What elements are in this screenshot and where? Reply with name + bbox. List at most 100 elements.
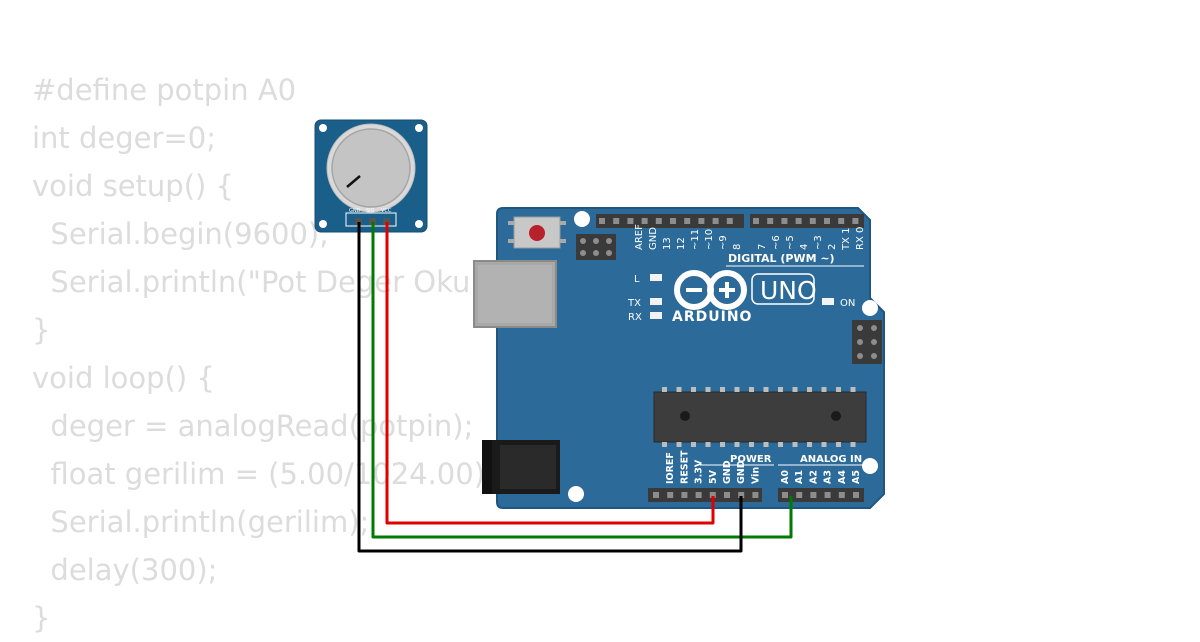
header-pin[interactable] bbox=[712, 218, 719, 224]
brand-text: ARDUINO bbox=[672, 309, 752, 325]
digital-pin-label: ~5 bbox=[785, 235, 796, 250]
digital-pin-label: 4 bbox=[799, 244, 810, 250]
header-pin[interactable] bbox=[599, 218, 605, 224]
header-pin[interactable] bbox=[613, 218, 620, 224]
model-text: UNO bbox=[760, 276, 817, 305]
gnd-wire[interactable] bbox=[357, 222, 743, 553]
pot-pin-sig[interactable] bbox=[369, 218, 376, 225]
digital-pin-label: 8 bbox=[732, 244, 743, 250]
mounting-hole bbox=[319, 124, 327, 132]
header-pin[interactable] bbox=[767, 218, 774, 224]
code-line: } bbox=[32, 601, 51, 635]
chip-leg bbox=[749, 442, 754, 447]
header-pin[interactable] bbox=[726, 218, 733, 224]
sig-wire[interactable] bbox=[371, 222, 793, 539]
pot-pin-gnd[interactable] bbox=[355, 218, 362, 225]
header-pin[interactable] bbox=[695, 492, 702, 498]
header-pin[interactable] bbox=[667, 492, 674, 498]
header-pin[interactable] bbox=[853, 492, 859, 498]
header-pin[interactable] bbox=[781, 218, 788, 224]
digital-pin-label: 12 bbox=[676, 237, 687, 250]
analog-header[interactable] bbox=[778, 488, 864, 502]
code-line: Serial.println(gerilim); bbox=[32, 505, 370, 539]
analog-pin-label: A1 bbox=[794, 470, 805, 484]
header-pin[interactable] bbox=[641, 218, 648, 224]
reset-button[interactable] bbox=[508, 216, 566, 249]
header-pin[interactable] bbox=[627, 218, 634, 224]
chip-leg bbox=[662, 387, 667, 392]
power-pin-label: 3.3V bbox=[694, 459, 705, 484]
pin-label-box bbox=[345, 212, 397, 227]
mounting-hole bbox=[415, 220, 423, 228]
digital-pin-label: ~9 bbox=[718, 235, 729, 250]
chip-leg bbox=[850, 387, 856, 392]
header-pin[interactable] bbox=[670, 218, 676, 224]
potentiometer-module[interactable]: GND SIG VCC bbox=[314, 119, 428, 233]
chip-leg bbox=[807, 442, 812, 447]
icsp-header bbox=[576, 234, 616, 260]
chip-leg bbox=[720, 442, 725, 447]
potentiometer-knob[interactable] bbox=[331, 128, 411, 208]
chip-leg bbox=[763, 442, 769, 447]
pot-pin-vcc[interactable] bbox=[383, 218, 390, 225]
digital-header[interactable] bbox=[596, 214, 864, 228]
header-pin[interactable] bbox=[724, 492, 730, 498]
digital-pin-label: ~3 bbox=[813, 235, 824, 250]
header-pin[interactable] bbox=[824, 218, 830, 224]
mounting-hole bbox=[862, 458, 878, 474]
code-line: float gerilim = (5.00/1024.00) bbox=[32, 457, 486, 491]
header-pin[interactable] bbox=[809, 218, 816, 224]
vcc-wire[interactable] bbox=[385, 222, 715, 525]
header-pin[interactable] bbox=[681, 492, 688, 498]
code-line: #define potpin A0 bbox=[32, 73, 297, 107]
header-pin[interactable] bbox=[753, 218, 759, 224]
chip-leg bbox=[662, 442, 667, 447]
header-pin[interactable] bbox=[752, 492, 759, 498]
digital-pin-label: ~10 bbox=[704, 229, 715, 250]
led-tx bbox=[650, 298, 662, 305]
header-pin[interactable] bbox=[653, 492, 659, 498]
header-pin[interactable] bbox=[709, 492, 716, 498]
header-pin[interactable] bbox=[824, 492, 831, 498]
header-pin[interactable] bbox=[782, 492, 788, 498]
analog-pin-label: A3 bbox=[823, 470, 834, 484]
led-label-rx: RX bbox=[628, 312, 642, 323]
header-pin[interactable] bbox=[738, 492, 745, 498]
chip-leg bbox=[778, 442, 783, 447]
chip-leg bbox=[691, 387, 696, 392]
mounting-hole bbox=[862, 300, 878, 316]
header-pin[interactable] bbox=[796, 492, 803, 498]
digital-label: DIGITAL (PWM ~) bbox=[728, 252, 835, 265]
power-label: POWER bbox=[730, 454, 772, 465]
power-pin-label: IOREF bbox=[665, 452, 676, 484]
header-pin[interactable] bbox=[838, 218, 845, 224]
pin-label-sig: SIG bbox=[366, 208, 375, 214]
led-label-l: L bbox=[634, 274, 640, 285]
power-header[interactable] bbox=[648, 488, 762, 502]
header-pin[interactable] bbox=[684, 218, 691, 224]
digital-pin-label: GND bbox=[648, 227, 659, 250]
header-pin[interactable] bbox=[838, 492, 845, 498]
header-pin[interactable] bbox=[698, 218, 705, 224]
led-rx bbox=[650, 312, 662, 319]
led-l bbox=[650, 274, 662, 281]
digital-pin-label: ~6 bbox=[771, 235, 782, 250]
header-pin[interactable] bbox=[655, 218, 662, 224]
mounting-hole bbox=[319, 220, 327, 228]
digital-pin-label: RX 0 bbox=[855, 227, 866, 250]
chip-leg bbox=[778, 387, 783, 392]
model-badge bbox=[751, 273, 815, 305]
header-pin[interactable] bbox=[810, 492, 817, 498]
chip-leg bbox=[749, 387, 754, 392]
power-pin-label: GND bbox=[722, 460, 733, 484]
chip-leg bbox=[792, 442, 798, 447]
header-pin[interactable] bbox=[852, 218, 859, 224]
arduino-logo-icon bbox=[674, 270, 747, 310]
code-line: deger = analogRead(potpin); bbox=[32, 409, 474, 443]
chip-leg bbox=[807, 387, 812, 392]
header-pin[interactable] bbox=[795, 218, 802, 224]
chip-leg bbox=[792, 387, 798, 392]
